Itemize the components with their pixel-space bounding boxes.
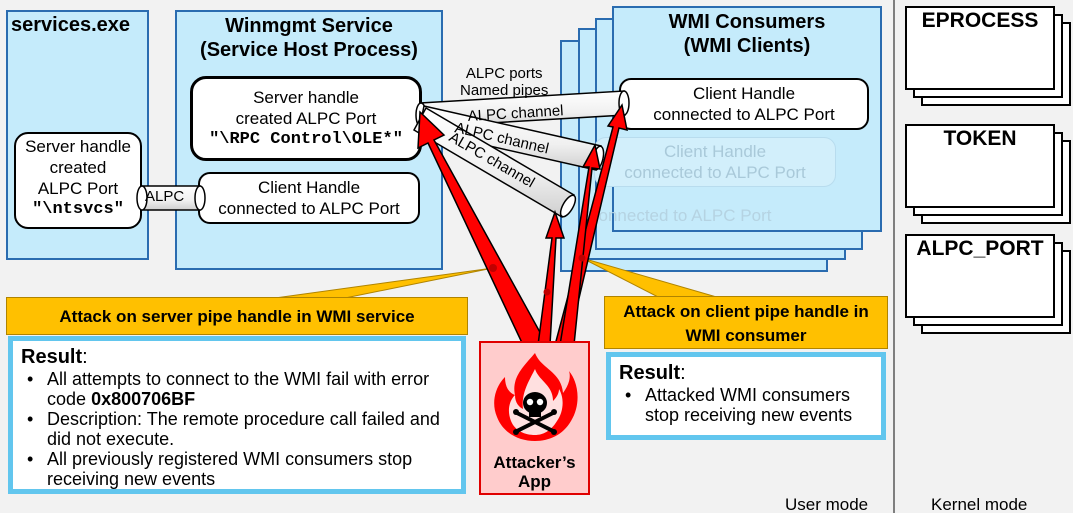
client-result-heading: Result [619,362,681,384]
winmgmt-client-handle-box: Client Handle connected to ALPC Port [198,172,420,224]
mode-divider [893,0,895,513]
client-banner-line2: WMI consumer [685,326,807,345]
server-result-heading: Result [21,346,83,368]
attacker-label-line1: Attacker’s [493,453,576,472]
alpc-channel-label-1: ALPC channel [467,102,564,125]
winmgmt-client-line2: connected to ALPC Port [218,199,400,218]
winmgmt-title-line1: Winmgmt Service [225,15,393,37]
consumer-ghost2-text: connected to ALPC Port [590,206,772,225]
server-result-box: Result: All attempts to connect to the W… [8,336,466,494]
token-box: TOKEN [905,124,1055,208]
alpc-link-label: ALPC [145,188,185,205]
skull-flame-icon [494,353,578,441]
services-server-line2: created [49,158,107,177]
kernel-eprocess-label: EPROCESS [921,9,1039,32]
kernel-alpc-port-label: ALPC_PORT [916,237,1044,260]
attacker-app-box: Attacker’s App [479,341,590,495]
client-banner-line1: Attack on client pipe handle in [623,302,869,321]
services-exe-title: services.exe [11,14,131,36]
alpc-link-pipe [136,185,206,211]
consumer-client-handle-box: Client Handle connected to ALPC Port [619,78,869,130]
attack-arrow-client-2 [537,209,566,346]
winmgmt-client-line1: Client Handle [257,178,361,197]
consumer-client-line1: Client Handle [692,84,796,103]
server-result-list: All attempts to connect to the WMI fail … [21,369,453,489]
attacker-label: Attacker’s App [481,453,588,491]
consumer-client-line2: connected to ALPC Port [653,105,835,124]
services-server-line3: ALPC Port [37,179,119,198]
winmgmt-server-port: "\RPC Control\OLE*" [209,130,403,149]
server-result-bullet-1: All attempts to connect to the WMI fail … [27,369,453,409]
client-result-list: Attacked WMI consumers stop receiving ne… [619,385,873,425]
attacker-label-line2: App [517,472,552,491]
services-server-line1: Server handle [25,137,131,156]
user-mode-label: User mode [785,495,869,514]
server-attack-banner: Attack on server pipe handle in WMI serv… [6,297,468,335]
client-result-bullet-1: Attacked WMI consumers stop receiving ne… [625,385,873,425]
kernel-token-label: TOKEN [943,127,1017,150]
attack-point-client-2 [578,254,586,262]
server-result-bullet-2: Description: The remote procedure call f… [27,409,453,449]
attack-arrow-client-3 [559,142,601,346]
alpc-port-box: ALPC_PORT [905,234,1055,318]
alpc-ports-label: ALPC ports Named pipes [460,65,548,99]
client-attack-banner: Attack on client pipe handle in WMI cons… [604,296,888,349]
consumer-ghost-line2: connected to ALPC Port [624,163,806,182]
ports-label-line2: Named pipes [460,82,549,99]
attack-point-client [543,288,551,296]
ports-label-line1: ALPC ports [465,65,543,82]
services-server-handle-box: Server handle created ALPC Port "\ntsvcs… [14,132,142,229]
eprocess-box: EPROCESS [905,6,1055,90]
winmgmt-server-line2: created ALPC Port [235,109,377,128]
client-result-box: Result: Attacked WMI consumers stop rece… [606,352,886,440]
consumers-title-line1: WMI Consumers [668,11,826,33]
alpc-channel-pipe-3 [412,106,577,219]
server-callout-pointer [274,267,494,299]
attack-arrow-server [417,110,549,346]
server-error-code: 0x800706BF [91,389,196,409]
server-result-bullet-3: All previously registered WMI consumers … [27,449,453,489]
client-callout-pointer [581,257,721,299]
winmgmt-server-line1: Server handle [253,88,359,107]
winmgmt-server-handle-box: Server handle created ALPC Port "\RPC Co… [190,76,422,161]
consumer-ghost-line1: Client Handle [663,142,767,161]
consumer-ghost-handle-box: Client Handle connected to ALPC Port [594,137,836,187]
kernel-mode-label: Kernel mode [931,495,1028,514]
attack-point-server [489,264,497,272]
winmgmt-title-line2: (Service Host Process) [200,39,418,61]
consumers-title-line2: (WMI Clients) [683,35,811,57]
services-server-port: "\ntsvcs" [32,200,124,219]
